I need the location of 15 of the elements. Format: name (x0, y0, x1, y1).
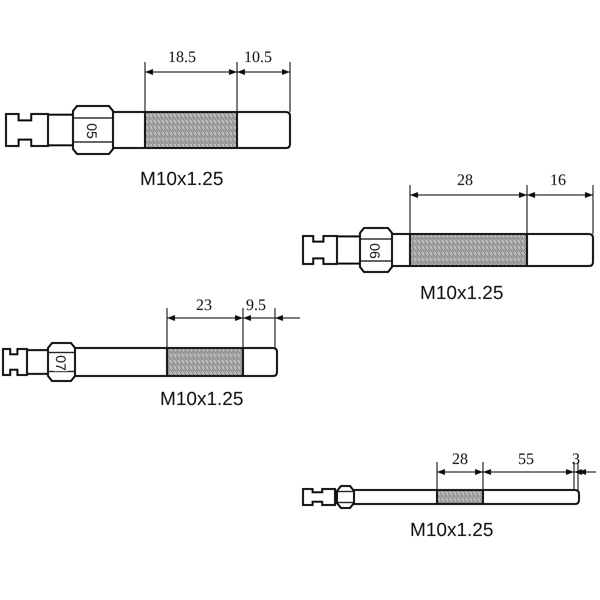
nut-marking: 07 (54, 355, 68, 371)
dimension-label: 55 (518, 452, 534, 468)
thread-spec: M10x1.25 (160, 390, 244, 409)
dimension-label: 28 (457, 173, 473, 189)
nut-marking: 05 (84, 123, 99, 139)
dimension-label: 28 (452, 452, 468, 468)
thread-spec: M10x1.25 (140, 170, 224, 189)
dimension-label: 10.5 (244, 50, 272, 66)
thread-spec: M10x1.25 (410, 521, 494, 540)
nut-marking: 06 (368, 243, 382, 259)
dimension-label: 18.5 (168, 50, 196, 66)
dimension-label: 9.5 (246, 298, 266, 314)
dimension-label: 23 (196, 298, 212, 314)
thread-spec: M10x1.25 (420, 284, 504, 303)
dimension-label: 16 (550, 173, 566, 189)
